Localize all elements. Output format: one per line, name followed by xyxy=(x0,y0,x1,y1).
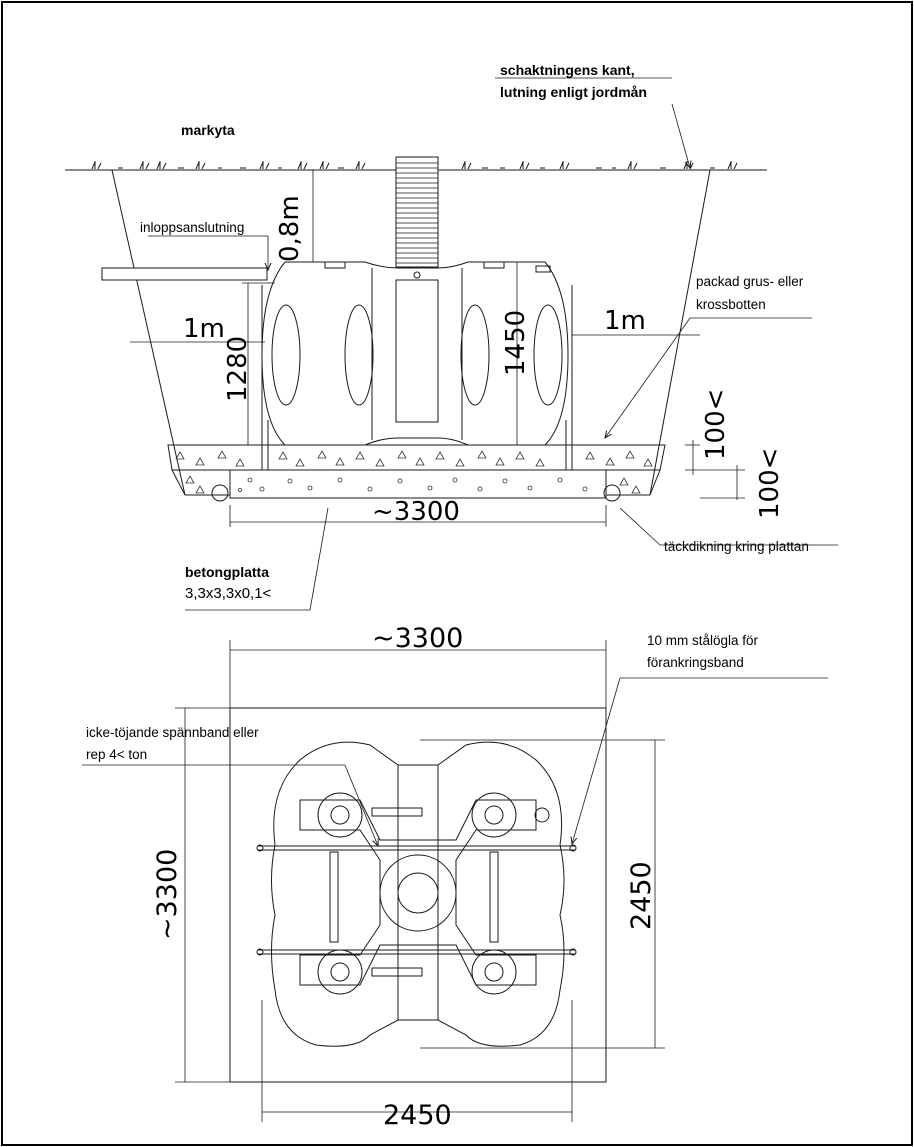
concrete-slab xyxy=(229,469,607,499)
dim-depth-top: 0,8m xyxy=(275,195,305,262)
label-schakt-line2: lutning enligt jordmån xyxy=(500,84,647,100)
label-inlopp: inloppsanslutning xyxy=(140,220,245,235)
drain-pipe-right xyxy=(603,484,621,502)
plan-tank-outline xyxy=(271,741,565,1047)
label-spannband-line2: rep 4< ton xyxy=(86,747,148,762)
label-spannband-line1: icke-töjande spännband eller xyxy=(86,725,259,740)
label-tackdikning: täckdikning kring plattan xyxy=(664,539,809,554)
riser-corrugation xyxy=(396,162,438,264)
plan-view xyxy=(82,640,828,1122)
label-packad-line1: packad grus- eller xyxy=(696,274,804,289)
dim-side-left: 1m xyxy=(183,314,225,344)
excavation-left xyxy=(111,169,186,496)
label-staloegla-line1: 10 mm stålögla för xyxy=(647,633,759,648)
dim-slab-width-section: ~3300 xyxy=(372,497,460,527)
dim-gravel-layer: 100< xyxy=(701,388,731,460)
section-dimensions xyxy=(130,77,838,611)
tank-window xyxy=(344,304,374,406)
plan-slab xyxy=(229,707,607,1083)
dim-side-right: 1m xyxy=(604,306,646,336)
label-packad-line2: krossbotten xyxy=(696,297,766,312)
label-betong-dims: 3,3x3,3x0,1< xyxy=(185,585,272,602)
dim-height-tank: 1280 xyxy=(223,335,253,402)
plan-hub-inner xyxy=(397,872,439,914)
label-schakt-line1: schaktningens kant, xyxy=(500,62,635,78)
label-staloegla-line2: förankringsband xyxy=(647,655,744,670)
drain-pipe-left xyxy=(211,484,229,502)
tank-window xyxy=(533,304,563,406)
label-markyta: markyta xyxy=(181,122,235,138)
dim-plan-width: ~3300 xyxy=(372,623,464,654)
dim-height-total: 1450 xyxy=(501,309,531,376)
dim-slab-layer: 100< xyxy=(755,447,785,519)
tank-window xyxy=(271,304,301,406)
inlet-pipe xyxy=(101,267,268,281)
tank-window xyxy=(460,304,490,406)
dim-anchor-span-vertical: 2450 xyxy=(626,861,657,930)
dim-plan-height: ~3300 xyxy=(152,848,183,940)
tank-center-column xyxy=(395,279,439,423)
dim-anchor-span-horizontal: 2450 xyxy=(383,1100,452,1131)
gravel-hatch xyxy=(175,450,653,494)
riser-pipe xyxy=(395,156,439,268)
label-betong-title: betongplatta xyxy=(185,564,269,580)
plan-hub-outer xyxy=(379,854,457,932)
section-view xyxy=(65,156,767,502)
